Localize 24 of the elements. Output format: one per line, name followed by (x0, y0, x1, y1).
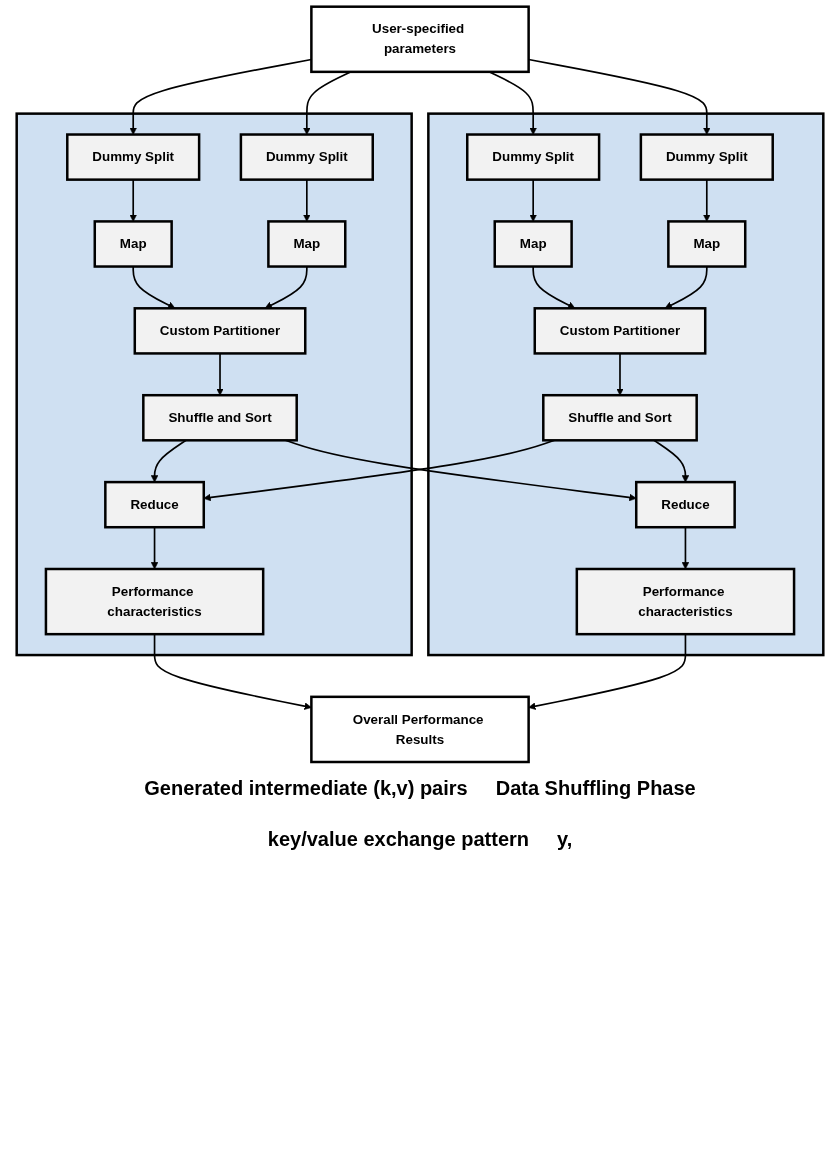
annotation-text: Data Shuffling Phase (495, 776, 696, 800)
node-box: Custom Partitioner (133, 307, 307, 355)
node-box: Map (93, 220, 173, 268)
node-box: Custom Partitioner (533, 307, 707, 355)
node-box: Overall Performance Results (310, 695, 530, 764)
node-box: Dummy Split (639, 133, 774, 181)
annotation-text: y, (557, 827, 573, 851)
node-box: Performance characteristics (575, 567, 796, 636)
node-box: Dummy Split (466, 133, 601, 181)
node-box: Map (667, 220, 747, 268)
node-box: Dummy Split (239, 133, 374, 181)
node-box: Dummy Split (66, 133, 201, 181)
annotation-text: key/value exchange pattern (267, 827, 529, 851)
annotation-text: Generated intermediate (k,v) pairs (144, 776, 468, 800)
cluster (427, 112, 825, 657)
node-box: Performance characteristics (44, 567, 265, 636)
cluster (15, 112, 413, 657)
node-box: Reduce (104, 480, 205, 529)
node-box: Reduce (635, 480, 736, 529)
node-box: Map (267, 220, 347, 268)
node-box: Shuffle and Sort (542, 393, 698, 442)
node-box: User-specified parameters (310, 5, 530, 74)
node-box: Map (493, 220, 573, 268)
node-box: Shuffle and Sort (142, 393, 298, 442)
